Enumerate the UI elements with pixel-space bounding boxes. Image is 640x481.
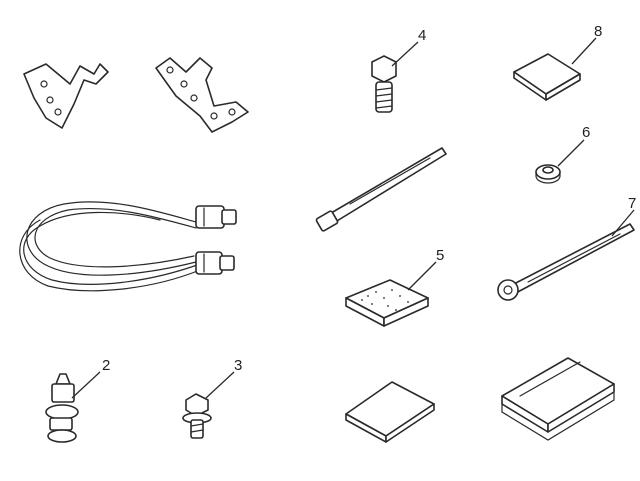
callout-8: 8 bbox=[594, 23, 602, 40]
callout-3: 3 bbox=[234, 357, 242, 374]
leader-line-6 bbox=[557, 139, 585, 167]
callout-4: 4 bbox=[418, 27, 426, 44]
leader-line-4 bbox=[391, 41, 419, 67]
leader-line-8 bbox=[571, 37, 597, 65]
leader-line-7 bbox=[611, 209, 635, 237]
leader-line-3 bbox=[205, 371, 235, 399]
callout-7: 7 bbox=[628, 195, 636, 212]
wire-harness bbox=[19, 201, 237, 292]
flange-bolt-short bbox=[182, 393, 212, 439]
callout-5: 5 bbox=[436, 247, 444, 264]
callout-2: 2 bbox=[102, 357, 110, 374]
mounting-bracket-right bbox=[155, 57, 249, 133]
foam-pad bbox=[345, 279, 429, 327]
hex-bolt bbox=[371, 55, 397, 113]
foam-texture bbox=[361, 289, 409, 311]
mounting-bracket-left bbox=[23, 63, 109, 129]
leader-line-2 bbox=[71, 371, 101, 399]
callout-6: 6 bbox=[582, 124, 590, 141]
nut bbox=[535, 164, 561, 184]
cable-tie-long bbox=[315, 147, 447, 232]
harness-connector-upper bbox=[195, 205, 237, 229]
push-clip bbox=[45, 373, 79, 443]
harness-connector-lower bbox=[195, 251, 235, 275]
instruction-booklet bbox=[501, 357, 615, 441]
square-pad bbox=[513, 53, 581, 101]
adhesive-pad bbox=[345, 381, 435, 443]
cable-tie-with-clip bbox=[497, 223, 635, 301]
leader-line-5 bbox=[407, 261, 437, 291]
